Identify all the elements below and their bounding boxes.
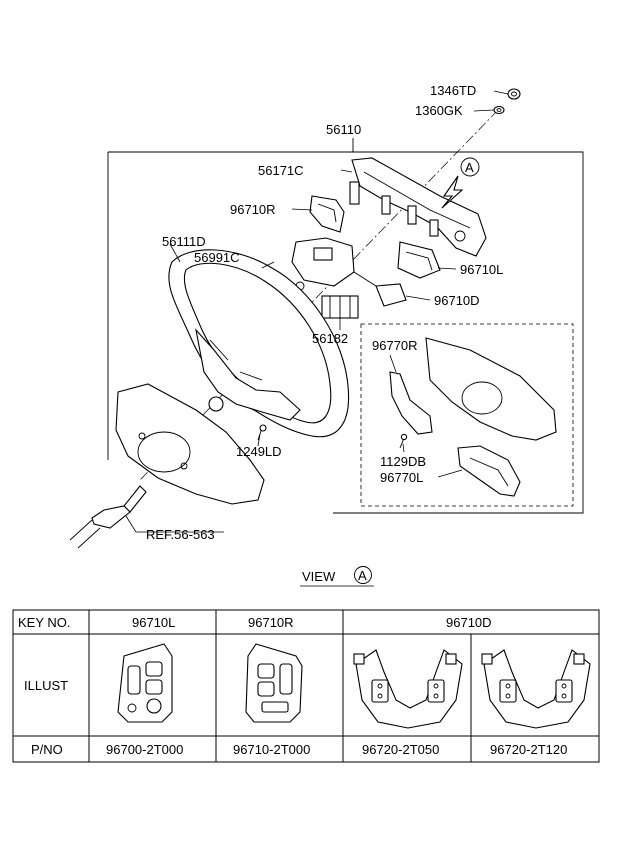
- switch-96710r-part: [309, 195, 345, 233]
- label-56110: 56110: [326, 122, 361, 137]
- pno-96720-2t050: 96720-2T050: [362, 742, 439, 757]
- label-1346td: 1346TD: [430, 83, 476, 98]
- view-a-circle-marker: [460, 157, 480, 177]
- bracket-56171c-part: [349, 157, 487, 257]
- pno-96710-2t000: 96710-2T000: [233, 742, 310, 757]
- illust-switch-96710l: [117, 643, 173, 723]
- view-a-cover-part: [425, 337, 557, 441]
- label-96710r: 96710R: [230, 202, 276, 217]
- label-1129db: 1129DB: [380, 454, 426, 469]
- leader-lines: [125, 90, 509, 533]
- switch-96770l-part: [457, 445, 521, 497]
- label-96710d: 96710D: [434, 293, 480, 308]
- assembly-frame: [108, 151, 584, 514]
- key-no-table: KEY NO. 96710L 96710R 96710D ILLUST P/NO…: [12, 609, 600, 763]
- connector-56182-part: [321, 295, 359, 319]
- steering-column-shaft-part: [69, 485, 147, 549]
- view-caption-circle: [354, 566, 372, 584]
- label-1360gk: 1360GK: [415, 103, 463, 118]
- washer-1360gk-icon: [493, 105, 505, 115]
- table-header-96710l: 96710L: [132, 615, 175, 630]
- view-caption: VIEW: [302, 569, 336, 584]
- center-axis-line: [139, 109, 499, 481]
- steering-wheel-56111d-part: [168, 249, 350, 438]
- label-96770r: 96770R: [372, 338, 418, 353]
- module-56991c-part: [261, 237, 355, 291]
- label-56171c: 56171C: [258, 163, 304, 178]
- switch-96770r-part: [389, 371, 433, 435]
- illust-switch-96710r: [245, 643, 303, 723]
- nut-1346td-icon: [507, 88, 521, 100]
- table-row-pno-label: P/NO: [31, 742, 63, 757]
- table-header-96710d: 96710D: [446, 615, 492, 630]
- table-header-key-no: KEY NO.: [18, 615, 71, 630]
- view-a-detail-box: [360, 323, 574, 507]
- pno-96720-2t120: 96720-2T120: [490, 742, 567, 757]
- view-a-marker-text: A: [465, 160, 474, 175]
- label-1249ld: 1249LD: [236, 444, 282, 459]
- wiring-96710d-part: [353, 271, 407, 307]
- table-row-illust-label: ILLUST: [24, 678, 68, 693]
- view-direction-arrow-icon: [441, 175, 464, 209]
- label-56111d: 56111D: [162, 234, 206, 249]
- label-56182: 56182: [312, 331, 348, 346]
- label-ref-56-563: REF.56-563: [146, 527, 215, 542]
- screw-1129db-icon: [399, 433, 408, 449]
- view-caption-marker: A: [358, 568, 367, 583]
- illust-wiring-96720-2t120: [481, 649, 591, 729]
- switch-96710l-part: [397, 241, 441, 279]
- table-header-96710r: 96710R: [248, 615, 294, 630]
- label-96770l: 96770L: [380, 470, 423, 485]
- label-56991c: 56991C: [194, 250, 240, 265]
- pno-96700-2t000: 96700-2T000: [106, 742, 183, 757]
- illust-wiring-96720-2t050: [353, 649, 463, 729]
- label-96710l: 96710L: [460, 262, 503, 277]
- lower-cover-part: [115, 383, 265, 505]
